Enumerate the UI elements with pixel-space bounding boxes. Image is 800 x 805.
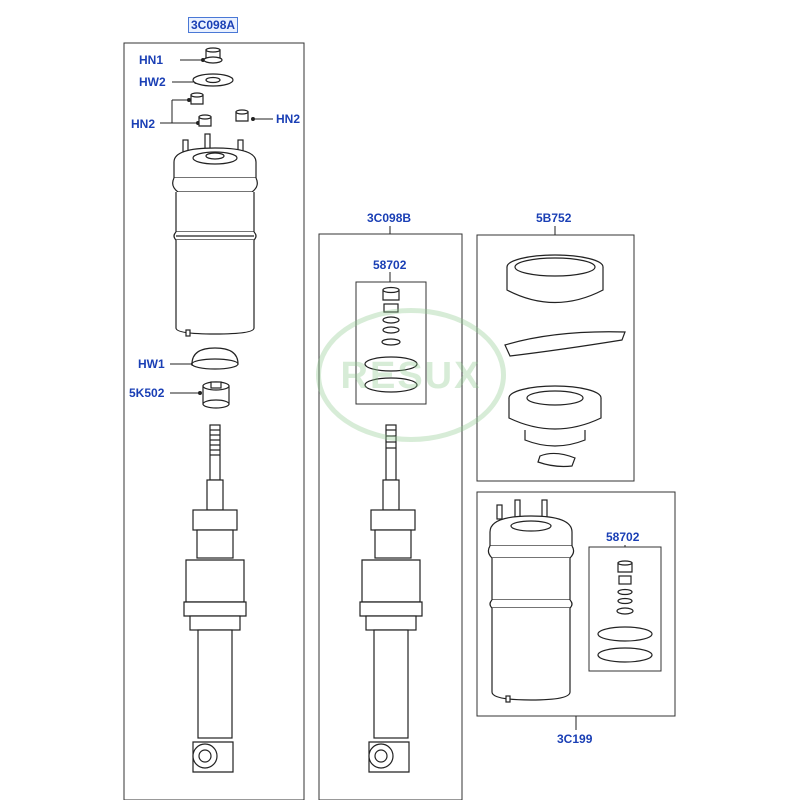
label-assembly-mid[interactable]: 3C098B (367, 211, 412, 225)
label-assembly-front[interactable]: 3C098A (187, 17, 239, 33)
label-kit-mid[interactable]: 58702 (373, 258, 407, 272)
label-kit-right[interactable]: 58702 (606, 530, 640, 544)
label-air-spring[interactable]: 3C199 (557, 732, 593, 746)
label-hn2-left[interactable]: HN2 (131, 117, 156, 131)
label-mount-kit[interactable]: 5B752 (536, 211, 572, 225)
label-hn1[interactable]: HN1 (139, 53, 164, 67)
label-5k502[interactable]: 5K502 (129, 386, 165, 400)
label-hn2-right[interactable]: HN2 (276, 112, 301, 126)
watermark-text: RESUX (340, 355, 482, 397)
label-hw2[interactable]: HW2 (139, 75, 166, 89)
label-hw1[interactable]: HW1 (138, 357, 165, 371)
watermark-logo: RESUX (316, 308, 506, 442)
